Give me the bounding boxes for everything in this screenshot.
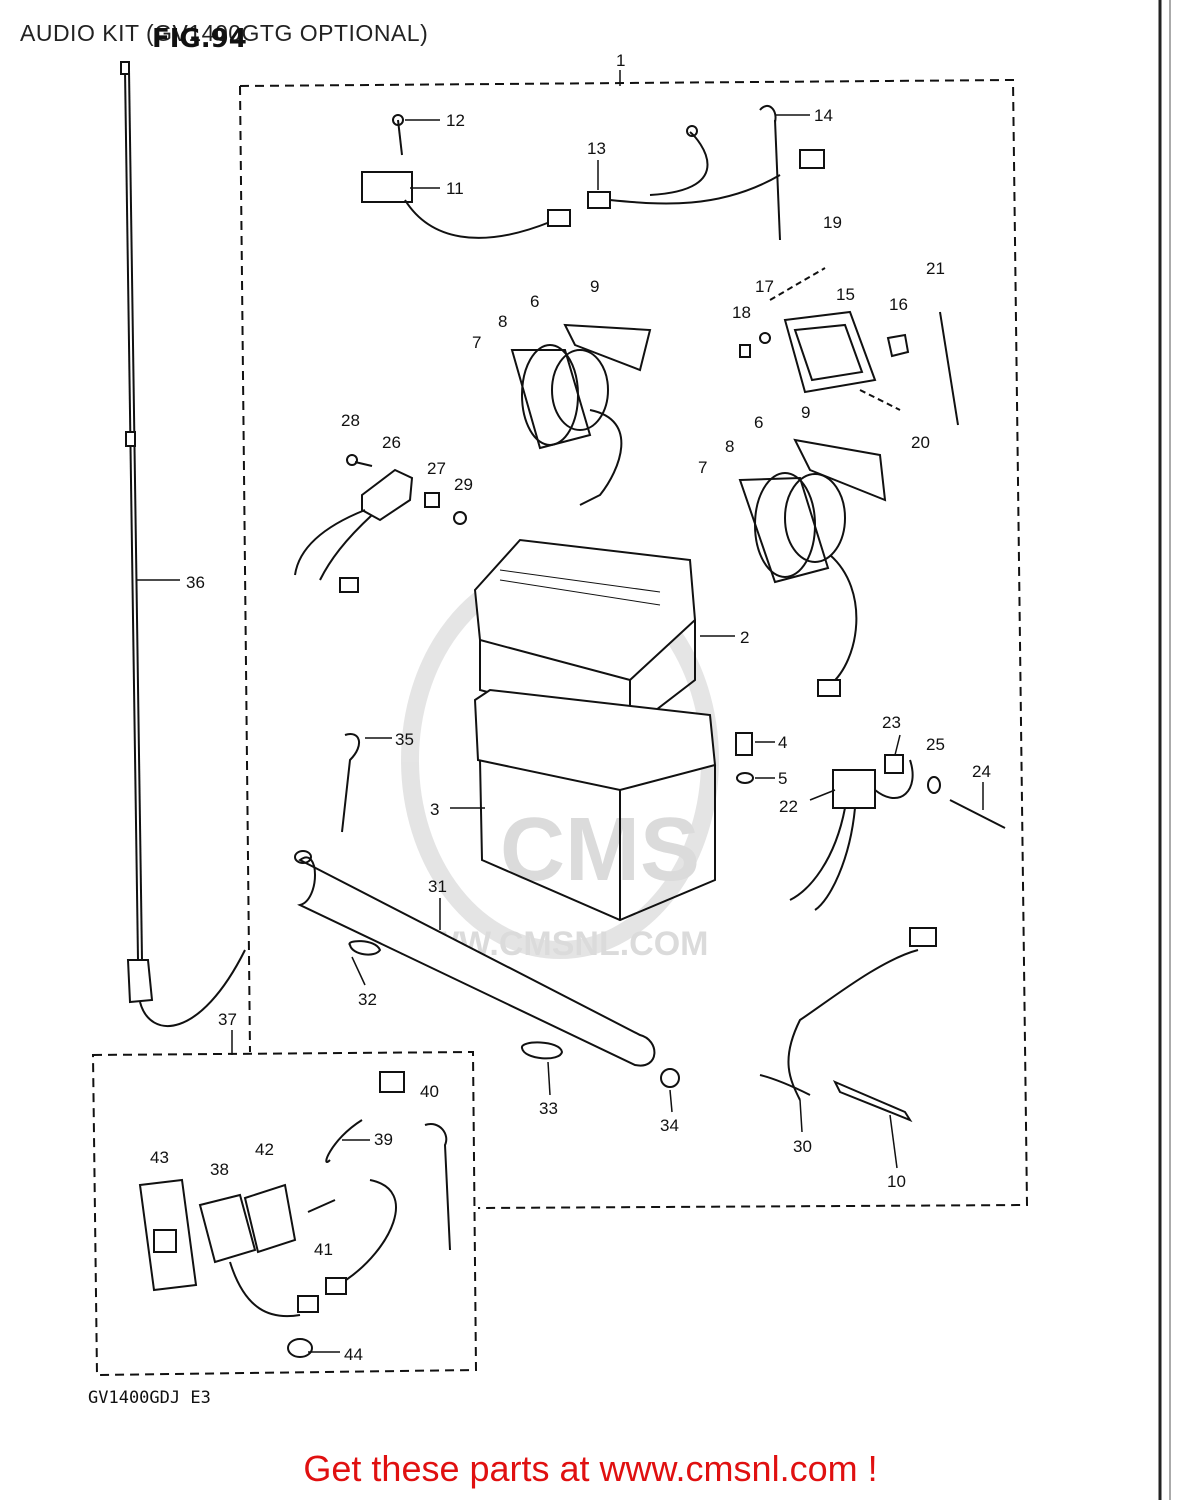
callout-12: 12 (446, 111, 465, 130)
diagram-code: GV1400GDJ E3 (88, 1388, 211, 1408)
leader-lines (308, 114, 984, 1353)
callout-22: 22 (779, 797, 798, 816)
figure-number: FIG.94 (152, 24, 247, 54)
callout-33: 33 (539, 1099, 558, 1118)
callout-15: 15 (836, 285, 855, 304)
callout-18: 18 (732, 303, 751, 322)
callout-7a: 7 (472, 333, 481, 352)
callout-32: 32 (358, 990, 377, 1009)
stereo-unit (473, 538, 717, 922)
callout-36: 36 (186, 573, 205, 592)
power-harness (759, 759, 1006, 1123)
callout-4: 4 (778, 733, 787, 752)
callout-30: 30 (793, 1137, 812, 1156)
callout-14: 14 (814, 106, 833, 125)
callout-24: 24 (972, 762, 991, 781)
callout-6b: 6 (754, 413, 763, 432)
watermark-logo: CMS (500, 800, 700, 900)
callout-23: 23 (882, 713, 901, 732)
callout-44: 44 (344, 1345, 363, 1364)
speaker-harness (361, 104, 825, 241)
callout-40: 40 (420, 1082, 439, 1101)
callout-38: 38 (210, 1160, 229, 1179)
callout-11: 11 (446, 179, 464, 198)
callout-3: 3 (430, 800, 439, 819)
callouts: 1 2 3 4 5 6 6 7 7 8 8 9 9 10 11 12 13 14… (150, 51, 991, 1364)
callout-8b: 8 (725, 437, 734, 456)
remote-control-kit (138, 1071, 451, 1358)
callout-25: 25 (926, 735, 945, 754)
callout-16: 16 (889, 295, 908, 314)
callout-31: 31 (428, 877, 447, 896)
callout-6a: 6 (530, 292, 539, 311)
small-parts (348, 732, 941, 1088)
noise-filter (294, 454, 467, 593)
speaker-right (738, 438, 887, 697)
mount-bar (294, 850, 656, 1067)
callout-41: 41 (314, 1240, 333, 1259)
diagram-title: AUDIO KIT (GV1400GTG OPTIONAL) (20, 20, 429, 46)
callout-9b: 9 (801, 403, 810, 422)
kit-outline (239, 78, 1029, 1209)
callout-26: 26 (382, 433, 401, 452)
callout-21: 21 (926, 259, 945, 278)
callout-10: 10 (887, 1172, 906, 1191)
amplifier (739, 267, 959, 426)
sub-kit-outline (91, 1050, 478, 1377)
callout-27: 27 (427, 459, 446, 478)
callout-8a: 8 (498, 312, 507, 331)
callout-34: 34 (660, 1116, 679, 1135)
callout-9a: 9 (590, 277, 599, 296)
callout-2: 2 (740, 628, 749, 647)
cable-strap (341, 733, 360, 833)
callout-5: 5 (778, 769, 787, 788)
callout-19: 19 (823, 213, 842, 232)
antenna (120, 61, 246, 1027)
speaker-left (510, 323, 652, 506)
callout-13: 13 (587, 139, 606, 158)
callout-37: 37 (218, 1010, 237, 1029)
callout-28: 28 (341, 411, 360, 430)
callout-43: 43 (150, 1148, 169, 1167)
callout-42: 42 (255, 1140, 274, 1159)
callout-7b: 7 (698, 458, 707, 477)
callout-17: 17 (755, 277, 774, 296)
callout-20: 20 (911, 433, 930, 452)
callout-35: 35 (395, 730, 414, 749)
callout-1: 1 (616, 51, 625, 70)
footer-link-text[interactable]: Get these parts at www.cmsnl.com ! (303, 1448, 878, 1489)
callout-29: 29 (454, 475, 473, 494)
callout-39: 39 (374, 1130, 393, 1149)
